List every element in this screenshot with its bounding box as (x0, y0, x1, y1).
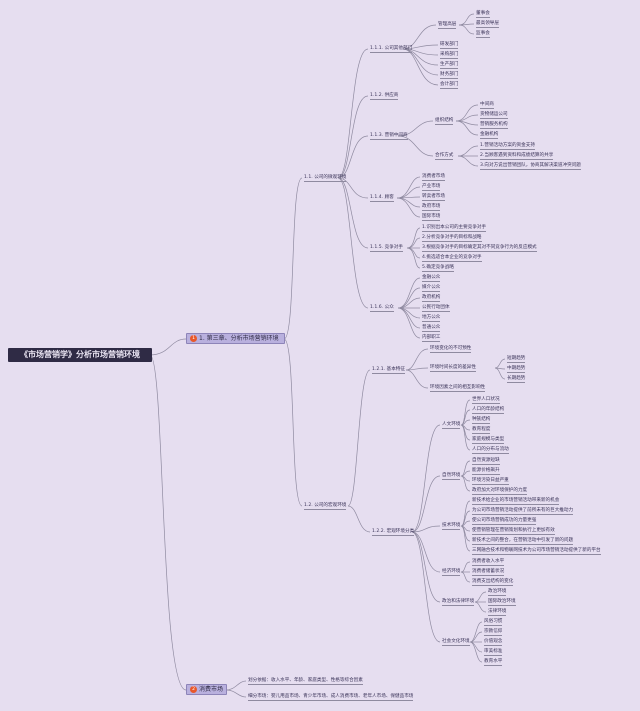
list-item: 生产部门 (440, 62, 459, 70)
list-item: 2.当顾客遇到资料和成绩结算的共享 (480, 153, 554, 161)
chapter3-label: 1. 第三章、分析市场营销环境 (199, 335, 279, 342)
list-item: 政府机构 (422, 295, 441, 303)
list-item: 2.分析竞争对手的目标和战略 (422, 235, 482, 243)
list-item: 政治环境 (488, 589, 507, 597)
list-item: 国际市场 (422, 214, 441, 222)
list-item: 种族结构 (472, 417, 491, 425)
list-item: 3.根据竞争对手的目标确定其对不同竞争行为的反应模式 (422, 245, 537, 253)
number-badge: 2 (190, 686, 197, 693)
list-item: 三网融合技术和物联网技术为公司市场营销活动提供了新的平台 (472, 548, 601, 556)
list-item: 财务部门 (440, 72, 459, 80)
list-item: 普通公众 (422, 325, 441, 333)
list-item: 中期趋势 (507, 366, 526, 374)
list-item: 4.挑选适合本企业的竞争对手 (422, 255, 482, 263)
economic-env-node[interactable]: 经济环境 (442, 569, 461, 577)
micro-env-node[interactable]: 1.1. 公司的微观环境 (304, 175, 347, 183)
macro-env-node[interactable]: 1.2. 公司的宏观环境 (304, 503, 347, 511)
political-legal-env-node[interactable]: 政治和法律环境 (442, 599, 475, 607)
macro-categories-node[interactable]: 1.2.2. 宏观环境分类 (372, 529, 415, 537)
number-badge: 1 (190, 335, 197, 342)
list-item: 自然资源短缺 (472, 458, 500, 466)
social-culture-env-node[interactable]: 社会文化环境 (442, 639, 470, 647)
list-item: 中间商 (480, 102, 494, 110)
intermediary-node[interactable]: 1.1.3. 营销中间商 (370, 133, 408, 141)
list-item: 监事会 (476, 31, 490, 39)
list-item: 环境变化的不可预性 (430, 346, 472, 354)
list-item: 法律环境 (488, 609, 507, 617)
list-item: 新技术之间的整合，在营销活动中引发了新的问题 (472, 538, 574, 546)
list-item: 产业市场 (422, 184, 441, 192)
list-item: 使营销管理在营销策划和执行上更加有效 (472, 528, 555, 536)
list-item: 会计部门 (440, 82, 459, 90)
customer-node[interactable]: 1.1.4. 顾客 (370, 195, 394, 203)
list-item: 内部职工 (422, 335, 441, 343)
list-item: 公民行动团体 (422, 305, 450, 313)
population-env-node[interactable]: 人文环境 (442, 422, 461, 430)
consumer-market-label: 消费市场 (199, 686, 224, 693)
list-item: 最高领导层 (476, 21, 499, 29)
list-item: 研发部门 (440, 42, 459, 50)
list-item: 教育水平 (484, 659, 503, 667)
list-item: 营销服务机构 (480, 122, 508, 130)
list-item: 短期趋势 (507, 356, 526, 364)
list-item: 地方公众 (422, 315, 441, 323)
list-item: 长期趋势 (507, 376, 526, 384)
list-item: 细分市场：婴儿用品市场、青少年市场、成人消费市场、老年人市场、保健品市场 (248, 694, 414, 702)
list-item: 为公司市场营销活动提供了前所未有的巨大推动力 (472, 508, 574, 516)
list-item: 消费者市场 (422, 174, 445, 182)
basic-features-node[interactable]: 1.2.1. 基本特征 (372, 367, 405, 375)
list-item: 环境污染日益严重 (472, 478, 509, 486)
list-item: 媒介公众 (422, 285, 441, 293)
list-item: 5.确定竞争战略 (422, 265, 454, 273)
list-item: 宗教信仰 (484, 629, 503, 637)
list-item: 环境因素之间的相互影响性 (430, 385, 486, 393)
list-item: 划分依据：收入水平、年龄、家庭类型、性格等综合因素 (248, 678, 363, 686)
list-item: 董事会 (476, 11, 490, 19)
tech-env-node[interactable]: 技术环境 (442, 523, 461, 531)
list-item: 消费支出结构的变化 (472, 579, 514, 587)
list-item: 教育程度 (472, 427, 491, 435)
mgmt-node[interactable]: 管理高层 (438, 22, 457, 30)
list-item: 人口的年龄结构 (472, 407, 505, 415)
list-item: 能源价格飙升 (472, 468, 500, 476)
list-item: 消费者储蓄状况 (472, 569, 505, 577)
list-item: 家庭规模与类型 (472, 437, 505, 445)
root-topic: 《市场营销学》分析市场营销环境 (8, 348, 152, 362)
list-item: 国际政治环境 (488, 599, 516, 607)
list-item: 金融公众 (422, 275, 441, 283)
list-item: 新技术给企业的市场营销活动带来新的机会 (472, 498, 560, 506)
list-item: 货物储运公司 (480, 112, 508, 120)
list-item: 人口的分布与流动 (472, 447, 509, 455)
coop-node[interactable]: 合作方式 (435, 153, 454, 161)
natural-env-node[interactable]: 自然环境 (442, 473, 461, 481)
list-item: 1.识别出本公司的主要竞争对手 (422, 225, 487, 233)
list-item: 消费者收入水平 (472, 559, 505, 567)
supplier-node[interactable]: 1.1.2. 供应商 (370, 93, 399, 101)
list-item: 采购部门 (440, 52, 459, 60)
list-item: 政府加大对环境保护的力度 (472, 488, 528, 496)
time-diff-node[interactable]: 环境时间长度的差异性 (430, 365, 476, 373)
competitor-node[interactable]: 1.1.5. 竞争对手 (370, 245, 403, 253)
list-item: 审美标准 (484, 649, 503, 657)
list-item: 世界人口状况 (472, 397, 500, 405)
list-item: 金融机构 (480, 132, 499, 140)
list-item: 使公司市场营销成功的力量更强 (472, 518, 537, 526)
list-item: 政府市场 (422, 204, 441, 212)
list-item: 转卖者市场 (422, 194, 445, 202)
org-structure-node[interactable]: 组织结构 (435, 118, 454, 126)
other-depts-node[interactable]: 1.1.1. 公司其他部门 (370, 46, 413, 54)
list-item: 1.营销活动方案的资金支持 (480, 143, 535, 151)
list-item: 3.向对方说出营销团队，协商其解决渠道冲突问题 (480, 163, 581, 171)
list-item: 价值观念 (484, 639, 503, 647)
public-node[interactable]: 1.1.6. 公众 (370, 305, 394, 313)
list-item: 风俗习惯 (484, 619, 503, 627)
